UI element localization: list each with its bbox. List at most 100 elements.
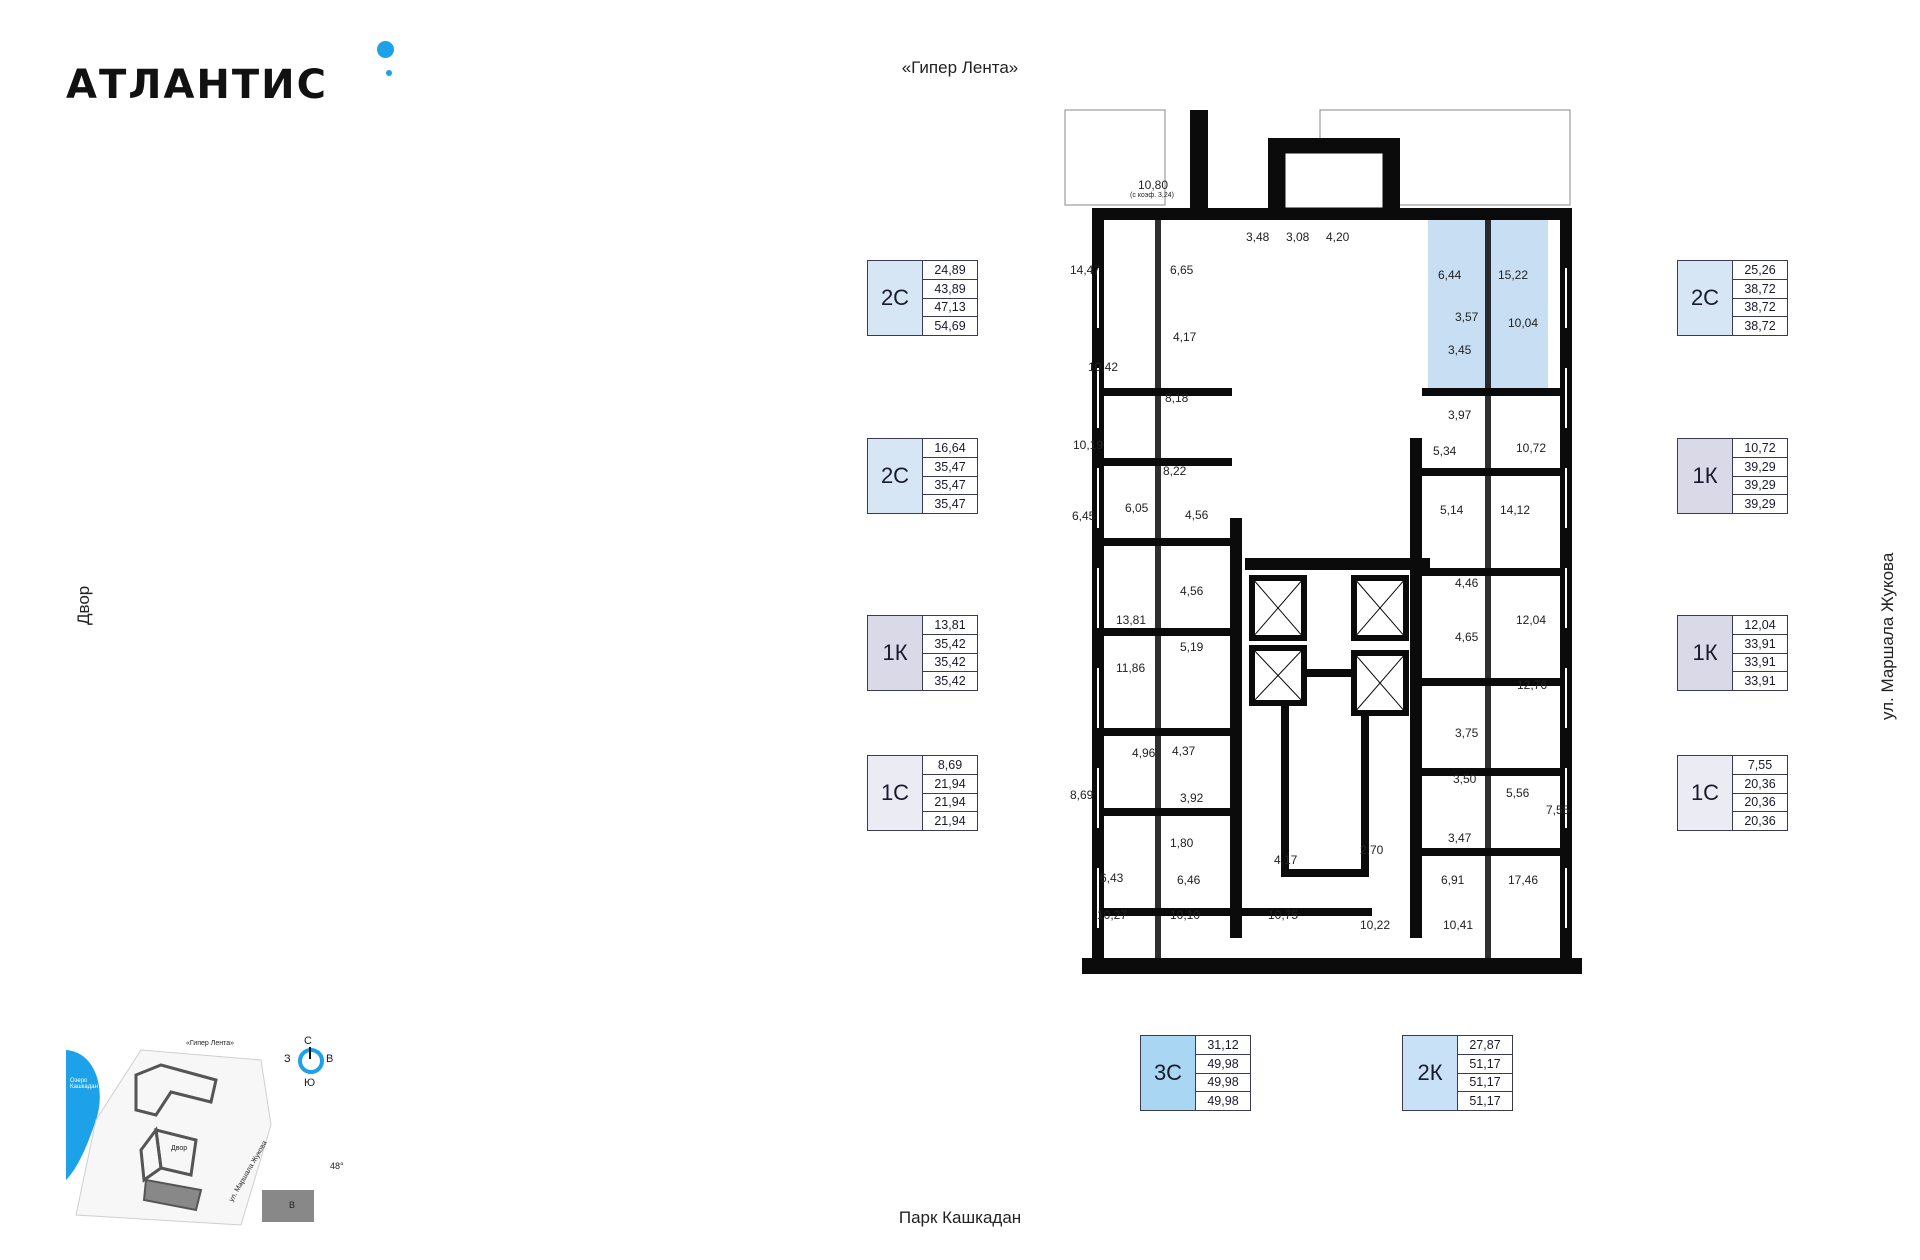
- minimap-top-label: «Гипер Лента»: [186, 1040, 234, 1047]
- street-label-top: «Гипер Лента»: [901, 58, 1019, 77]
- room-area: 3,57: [1455, 310, 1479, 324]
- apartment-area-value: 20,36: [1733, 775, 1787, 794]
- floor-plan: 10,80 (с коэф. 3,24) 14,47 6,65 3,48 3,0…: [1030, 108, 1600, 988]
- minimap-lake-label: Озеро Кашкадан: [70, 1078, 98, 1090]
- minimap-angle-label: 48°: [330, 1161, 344, 1171]
- compass-needle-icon: [309, 1047, 311, 1059]
- room-area: 4,65: [1455, 630, 1479, 644]
- apartment-area-value: 10,72: [1733, 439, 1787, 458]
- apartment-area-value: 33,91: [1733, 635, 1787, 654]
- apartment-area-value: 43,89: [923, 280, 977, 299]
- room-area: 3,50: [1453, 772, 1477, 786]
- apartment-area-value: 8,69: [923, 756, 977, 775]
- apartment-area-value: 35,47: [934, 497, 966, 512]
- apartment-type: 1С: [1678, 756, 1733, 830]
- apartment-area-value: 31,12: [1196, 1036, 1250, 1055]
- room-area: 13,81: [1116, 613, 1147, 627]
- room-area: 4,96: [1132, 746, 1156, 760]
- apartment-type: 2С: [868, 439, 923, 513]
- floor-plan-drawing: [1064, 109, 1582, 974]
- apartment-area-value: 7,55: [1733, 756, 1787, 775]
- room-area: 4,56: [1185, 508, 1209, 522]
- room-area-note: (с коэф. 3,24): [1130, 192, 1174, 199]
- room-area: 6,65: [1170, 263, 1194, 277]
- room-area: 17,46: [1508, 873, 1539, 887]
- apartment-type: 1С: [868, 756, 923, 830]
- apartment-type: 1К: [1678, 439, 1733, 513]
- apartment-area-value: 12,04: [1733, 616, 1787, 635]
- room-area: 7,55: [1546, 803, 1570, 817]
- apartment-area-value: 25,26: [1733, 261, 1787, 280]
- brand-dot-icon: [377, 41, 394, 58]
- apartment-area-value: 35,42: [934, 674, 966, 689]
- room-area: 4,56: [1180, 584, 1204, 598]
- apartment-area-value: 38,72: [1733, 299, 1787, 318]
- room-area: 10,22: [1360, 918, 1391, 932]
- room-area: 8,22: [1163, 464, 1187, 478]
- apartment-area-value: 38,72: [1744, 319, 1776, 334]
- room-area: 2,70: [1360, 843, 1384, 857]
- apartment-area-value: 38,72: [1733, 280, 1787, 299]
- room-area: 10,27: [1097, 908, 1128, 922]
- apartment-area-value: 13,81: [923, 616, 977, 635]
- apartment-area-value: 54,69: [934, 319, 966, 334]
- apartment-area-value: 20,36: [1733, 794, 1787, 813]
- room-area: 6,44: [1438, 268, 1462, 282]
- apartment-area-value: 20,36: [1744, 814, 1776, 829]
- apartment-area-value: 39,29: [1744, 497, 1776, 512]
- room-area: 3,48: [1246, 230, 1270, 244]
- compass-west: З: [284, 1053, 291, 1065]
- room-area: 5,56: [1506, 786, 1530, 800]
- room-area: 4,17: [1173, 330, 1197, 344]
- minimap-section-label: В: [289, 1200, 296, 1210]
- street-label-left: Двор: [74, 585, 93, 625]
- apartment-area-value: 24,89: [923, 261, 977, 280]
- room-area: 5,14: [1440, 503, 1464, 517]
- room-area: 6,45: [1072, 509, 1096, 523]
- minimap-yard-label: Двор: [171, 1145, 188, 1152]
- apartment-area-value: 33,91: [1744, 674, 1776, 689]
- compass-south: Ю: [304, 1077, 316, 1089]
- room-area: 10,80: [1138, 178, 1169, 192]
- room-area: 4,46: [1455, 576, 1479, 590]
- site-minimap-drawing: [66, 1049, 314, 1226]
- room-area: 1,80: [1170, 836, 1194, 850]
- room-area: 3,97: [1448, 408, 1472, 422]
- apartment-area-value: 21,94: [934, 814, 966, 829]
- apartment-area-value: 51,17: [1458, 1074, 1512, 1093]
- room-area: 3,47: [1448, 831, 1472, 845]
- room-area: 3,75: [1455, 726, 1479, 740]
- apartment-type: 1К: [1678, 616, 1733, 690]
- room-area: 14,12: [1500, 503, 1531, 517]
- room-area: 4,20: [1326, 230, 1350, 244]
- apartment-area-value: 21,94: [923, 775, 977, 794]
- room-area: 3,08: [1286, 230, 1310, 244]
- apartment-area-value: 21,94: [923, 794, 977, 813]
- apartment-area-value: 49,98: [1196, 1074, 1250, 1093]
- apartment-area-value: 47,13: [923, 299, 977, 318]
- room-area: 5,34: [1433, 444, 1457, 458]
- apartment-area-value: 49,98: [1196, 1055, 1250, 1074]
- room-area: 4,17: [1274, 853, 1298, 867]
- room-area: 14,47: [1070, 263, 1101, 277]
- apartment-type: 2С: [868, 261, 923, 335]
- room-area: 10,04: [1508, 316, 1539, 330]
